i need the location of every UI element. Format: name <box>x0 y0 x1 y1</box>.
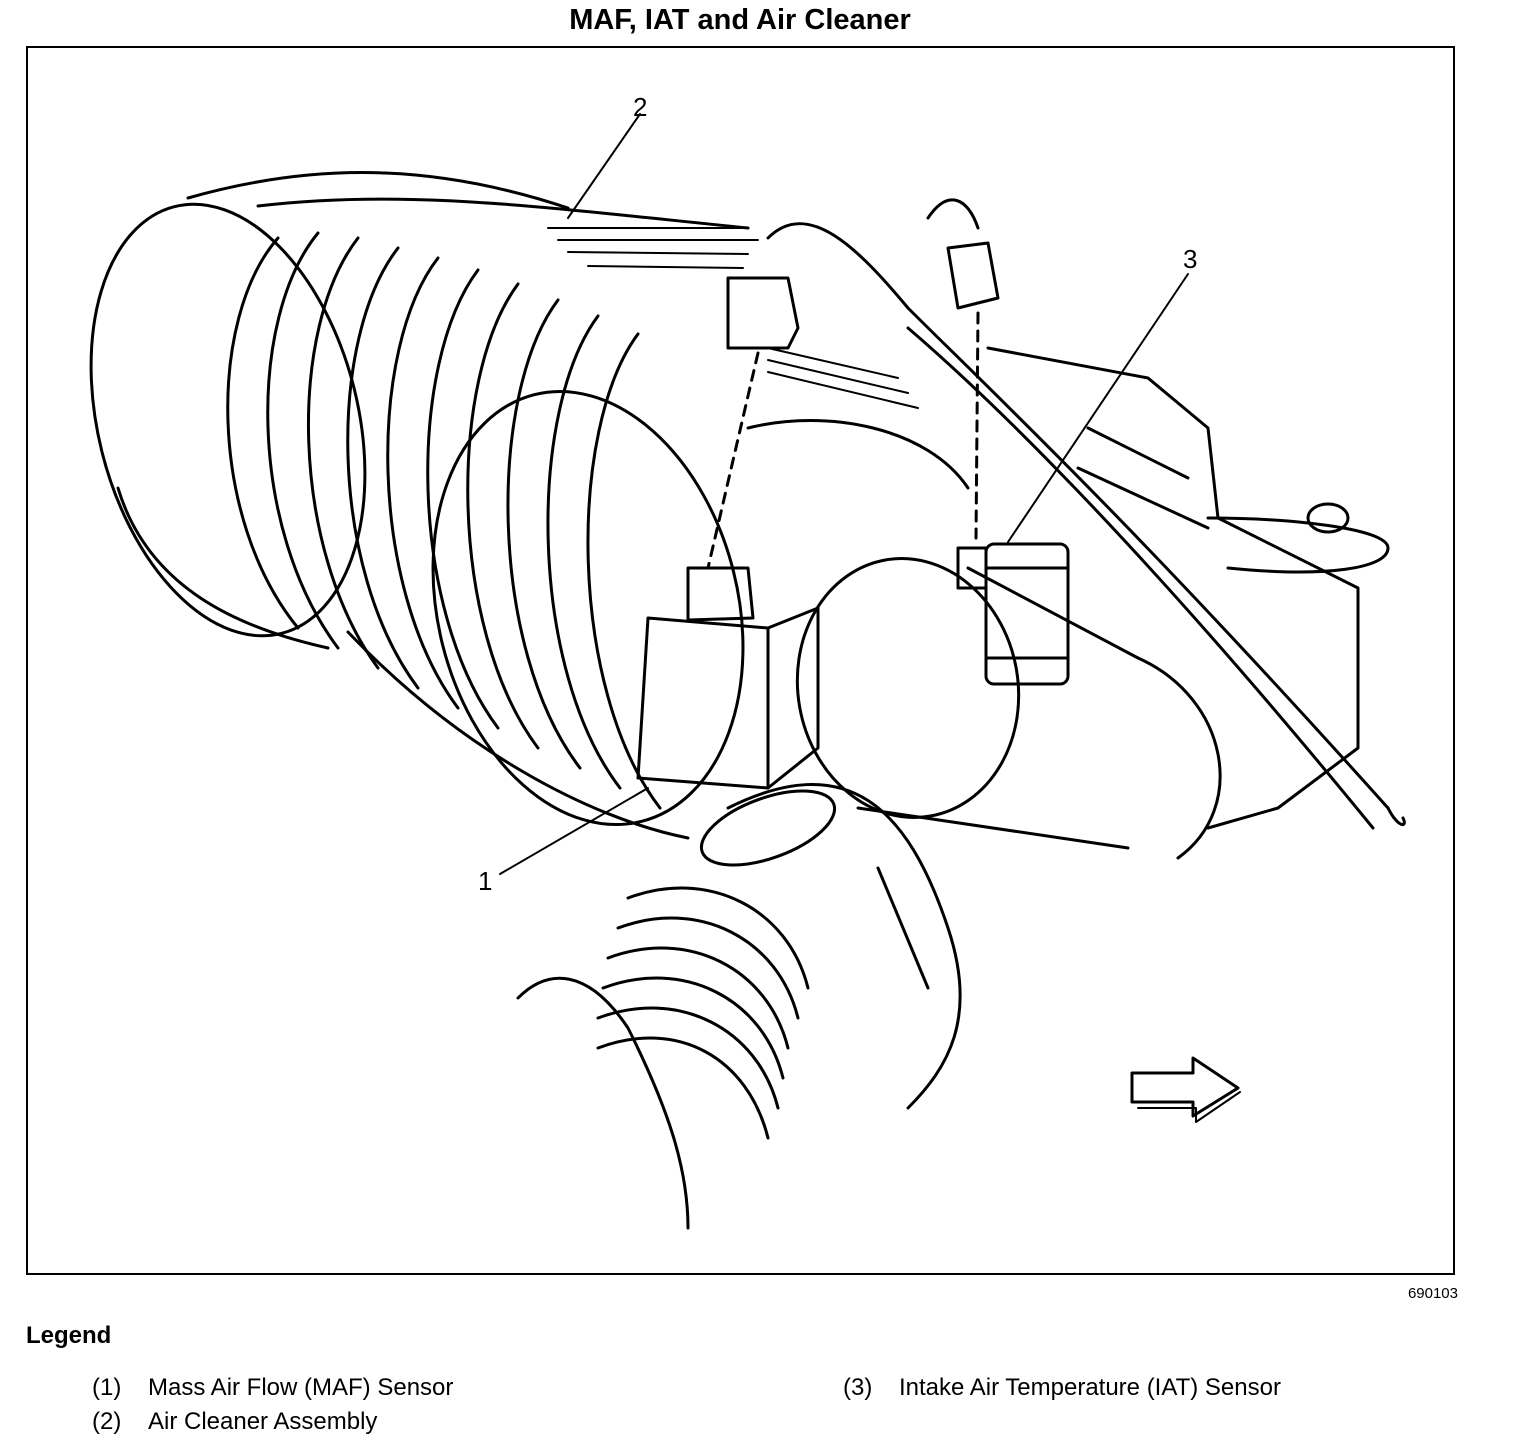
callout-leaders <box>499 113 1189 875</box>
air-cleaner-housing <box>986 346 1390 830</box>
callout-1: 1 <box>478 866 493 896</box>
legend-item: (2) Air Cleaner Assembly <box>92 1408 377 1436</box>
leader-1 <box>499 787 649 875</box>
iat-connector <box>946 241 1000 540</box>
legend-item-label: Air Cleaner Assembly <box>148 1408 378 1435</box>
right-arrow-icon <box>1130 1056 1241 1123</box>
legend-item-number: (3) <box>843 1374 873 1401</box>
intake-duct <box>795 557 1222 860</box>
figure-id: 690103 <box>1407 1285 1458 1302</box>
diagram-title: MAF, IAT and Air Cleaner <box>569 4 911 36</box>
leader-3 <box>1007 273 1189 543</box>
legend-item: (3) Intake Air Temperature (IAT) Sensor <box>843 1374 1281 1402</box>
legend-item-number: (1) <box>92 1374 122 1401</box>
legend-heading: Legend <box>26 1322 112 1349</box>
legend-item-number: (2) <box>92 1408 122 1435</box>
legend-item-label: Mass Air Flow (MAF) Sensor <box>148 1374 454 1401</box>
outlet-hose <box>516 782 962 1230</box>
legend-item-label: Intake Air Temperature (IAT) Sensor <box>899 1374 1281 1401</box>
air-intake-illustration <box>89 113 1406 1230</box>
maf-sensor <box>636 566 820 790</box>
wiring-harness <box>766 198 1406 830</box>
legend-item: (1) Mass Air Flow (MAF) Sensor <box>92 1374 453 1402</box>
maf-connector <box>706 276 800 570</box>
iat-sensor <box>956 542 1070 686</box>
callout-2: 2 <box>633 92 648 122</box>
illustration-frame: 2 3 1 <box>26 46 1455 1275</box>
air-cleaner-assembly <box>89 171 970 840</box>
callout-3: 3 <box>1183 244 1198 274</box>
leader-2 <box>567 113 641 219</box>
